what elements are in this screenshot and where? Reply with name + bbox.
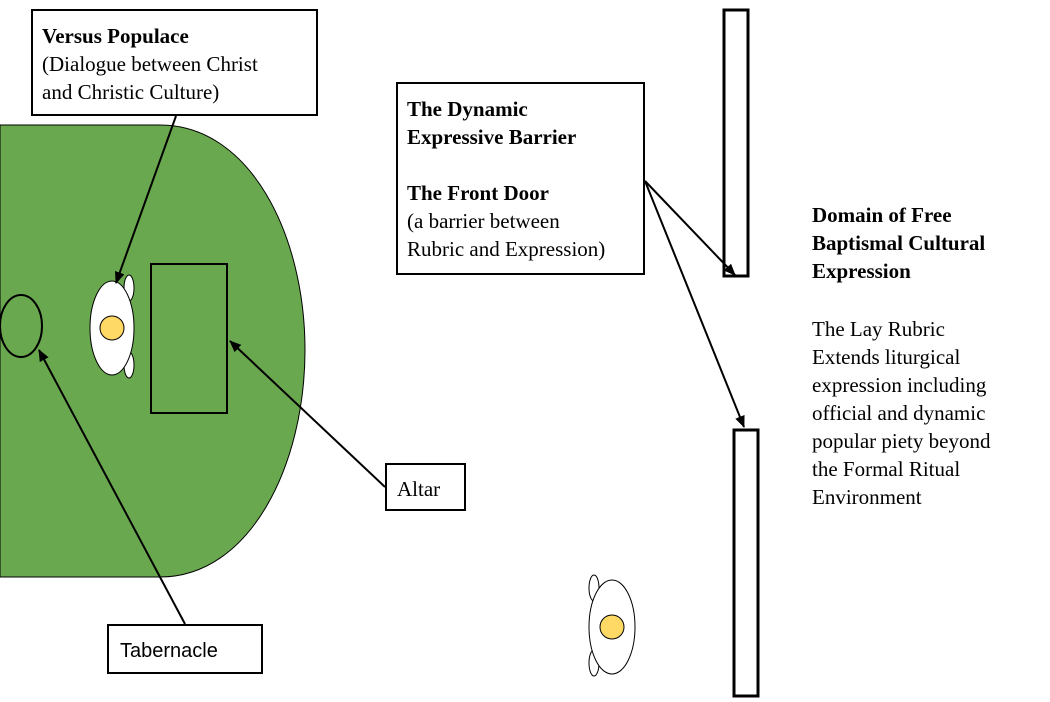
domain-body-line-5: popular piety beyond <box>812 429 991 453</box>
sanctuary-area <box>0 124 306 578</box>
barrier-title-line-1: The Dynamic <box>407 97 528 121</box>
versus-populace-title: Versus Populace <box>42 24 189 48</box>
barrier-label: The Dynamic Expressive Barrier The Front… <box>396 82 645 275</box>
domain-body-line-1: The Lay Rubric <box>812 317 945 341</box>
front-door-title: The Front Door <box>407 181 549 205</box>
versus-populace-arrow <box>115 115 177 284</box>
domain-title-line-3: Expression <box>812 259 911 283</box>
tabernacle-shape <box>0 294 43 358</box>
versus-populace-label: Versus Populace (Dialogue between Christ… <box>31 9 318 116</box>
altar-label: Altar <box>385 463 466 511</box>
altar-shape <box>150 263 228 414</box>
barrier-spacer <box>407 151 643 179</box>
domain-body-line-2: Extends liturgical <box>812 345 961 369</box>
domain-body-line-3: expression including <box>812 373 987 397</box>
barrier-arrow-upper <box>644 180 736 276</box>
domain-description: Domain of Free Baptismal Cultural Expres… <box>812 201 1042 511</box>
tabernacle-label: Tabernacle <box>107 624 263 674</box>
versus-populace-line-2: and Christic Culture) <box>42 80 220 104</box>
priest-figure <box>89 274 135 379</box>
domain-title-line-2: Baptismal Cultural <box>812 231 986 255</box>
altar-arrow <box>229 340 386 488</box>
domain-spacer <box>812 285 1042 315</box>
layperson-head <box>599 614 625 640</box>
priest-head <box>99 315 125 341</box>
front-door-line-1: (a barrier between <box>407 209 560 233</box>
barrier-arrow-lower <box>644 180 745 428</box>
barrier-wall-upper <box>722 8 750 278</box>
altar-label-text: Altar <box>397 477 441 501</box>
versus-populace-line-1: (Dialogue between Christ <box>42 52 258 76</box>
domain-body-line-6: the Formal Ritual <box>812 457 961 481</box>
layperson-figure <box>588 574 636 677</box>
domain-body-line-4: official and dynamic <box>812 401 986 425</box>
tabernacle-arrow <box>38 349 186 625</box>
domain-body-line-7: Environment <box>812 485 922 509</box>
front-door-line-2: Rubric and Expression) <box>407 237 606 261</box>
domain-title-line-1: Domain of Free <box>812 203 952 227</box>
tabernacle-label-text: Tabernacle <box>120 640 218 662</box>
barrier-wall-lower <box>732 428 760 698</box>
barrier-title-line-2: Expressive Barrier <box>407 125 577 149</box>
